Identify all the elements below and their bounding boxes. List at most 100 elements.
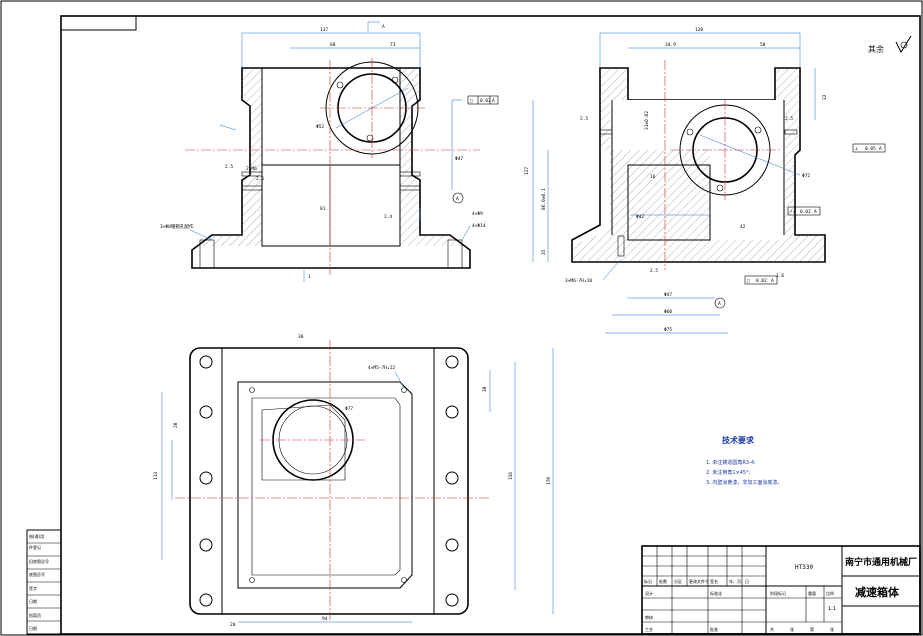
svg-text:120: 120 xyxy=(695,27,703,33)
svg-text:2×M6: 2×M6 xyxy=(246,166,257,172)
svg-text:2.5: 2.5 xyxy=(580,116,588,122)
tech-requirements: 技术要求 1. 未注铸造圆角R3-4; 2. 未注倒角1×45°; 3. 内壁涂… xyxy=(706,435,782,486)
svg-text:16: 16 xyxy=(650,174,656,180)
svg-text:Φ42: Φ42 xyxy=(636,214,644,220)
svg-text:A: A xyxy=(492,98,495,104)
svg-text:分区: 分区 xyxy=(674,578,682,584)
svg-text:其余: 其余 xyxy=(868,44,884,54)
svg-text:3×Φ8锥销孔配作: 3×Φ8锥销孔配作 xyxy=(160,223,194,230)
svg-text:4×M5-7H↓12: 4×M5-7H↓12 xyxy=(368,365,395,371)
svg-text:20: 20 xyxy=(230,622,236,628)
side-label-5: 日期 xyxy=(29,598,37,604)
svg-text:批准: 批准 xyxy=(710,626,718,632)
svg-text:20: 20 xyxy=(173,422,179,428)
svg-text://: // xyxy=(790,209,796,215)
svg-text:1: 1 xyxy=(308,274,311,280)
svg-text:Φ60: Φ60 xyxy=(664,309,672,315)
svg-text:年、月、日: 年、月、日 xyxy=(729,578,749,584)
side-view: 120 34.9 50 Φ72 127 86.0±0.1 35 31±0.02 … xyxy=(524,27,886,334)
svg-text:0.02: 0.02 xyxy=(756,278,767,284)
svg-text:2.5: 2.5 xyxy=(650,268,658,274)
svg-text:2.5: 2.5 xyxy=(785,116,793,122)
svg-text:4×Φ14: 4×Φ14 xyxy=(472,223,486,229)
svg-text:A: A xyxy=(814,209,817,215)
svg-text:⊥: ⊥ xyxy=(855,147,858,152)
svg-text:113: 113 xyxy=(153,472,159,480)
svg-text:4×Φ9: 4×Φ9 xyxy=(472,211,483,217)
side-label-7: 日期 xyxy=(29,625,37,631)
top-view-holes xyxy=(199,355,459,607)
front-overall-width: 137 xyxy=(320,27,328,33)
tech-req-item-3: 3. 内壁涂黄漆，非加工面涂底漆。 xyxy=(706,479,782,486)
svg-text:A: A xyxy=(456,196,459,202)
front-right-part: 73 xyxy=(390,42,396,48)
svg-text:处数: 处数 xyxy=(659,578,667,584)
tech-req-title: 技术要求 xyxy=(722,435,755,445)
svg-text:Φ77: Φ77 xyxy=(345,406,353,412)
svg-text:A: A xyxy=(718,301,721,307)
svg-text:94: 94 xyxy=(322,616,328,622)
inner-frame xyxy=(60,15,921,635)
svg-text:50: 50 xyxy=(760,42,766,48)
svg-text:34.9: 34.9 xyxy=(665,42,676,48)
svg-text:86.0±0.1: 86.0±0.1 xyxy=(541,188,547,210)
svg-text:第: 第 xyxy=(810,626,814,632)
svg-text:42: 42 xyxy=(740,224,746,230)
svg-text:A: A xyxy=(879,146,882,152)
svg-text:共: 共 xyxy=(770,626,774,632)
svg-text:签名: 签名 xyxy=(710,578,718,584)
svg-text:0.02: 0.02 xyxy=(480,98,491,104)
title-block: 标记 处数 分区 更改文件号 签名 年、月、日 设计 标准化 审核 工艺 批准 … xyxy=(641,545,921,635)
side-label-4: 签字 xyxy=(29,585,37,591)
tech-req-item-1: 1. 未注铸造圆角R3-4; xyxy=(706,459,756,466)
svg-text:35: 35 xyxy=(541,249,547,255)
svg-text:□: □ xyxy=(470,99,473,104)
side-label-3: 底图总号 xyxy=(29,571,45,577)
side-label-1: 件登记 xyxy=(29,544,41,550)
svg-text:标准化: 标准化 xyxy=(710,590,722,596)
svg-text:标记: 标记 xyxy=(644,578,652,584)
front-left-part: 68 xyxy=(330,42,336,48)
tech-req-item-2: 2. 未注倒角1×45°; xyxy=(706,469,751,476)
svg-text:0.02: 0.02 xyxy=(800,209,811,215)
svg-text:Φ52: Φ52 xyxy=(316,124,324,130)
svg-text:81: 81 xyxy=(320,206,326,212)
svg-text:A: A xyxy=(771,278,774,284)
side-label-6: 档案员 xyxy=(29,612,41,618)
svg-text:30: 30 xyxy=(482,386,488,392)
side-block: 借(通)用 件登记 旧底图总号 底图总号 签字 日期 档案员 日期 xyxy=(26,529,62,635)
code-box xyxy=(60,15,137,31)
svg-text:□: □ xyxy=(747,279,750,284)
surface-note: 其余 xyxy=(868,35,912,54)
svg-text:2.5: 2.5 xyxy=(225,164,233,170)
svg-text:阶段标记: 阶段标记 xyxy=(770,590,786,596)
top-view: 4×M5-7H↓12 Φ77 113 20 30 156 170 94 30 2… xyxy=(153,334,554,628)
svg-text:156: 156 xyxy=(508,472,514,480)
svg-text:审核: 审核 xyxy=(645,614,653,620)
side-label-2: 旧底图总号 xyxy=(29,558,49,564)
svg-text:Φ47: Φ47 xyxy=(455,156,463,162)
svg-text:2.4: 2.4 xyxy=(384,214,392,220)
svg-text:张: 张 xyxy=(830,626,834,632)
svg-text:1.6: 1.6 xyxy=(776,273,784,279)
svg-text:0.05: 0.05 xyxy=(865,146,876,152)
svg-text:重量: 重量 xyxy=(808,590,816,596)
svg-text:A: A xyxy=(382,24,385,30)
svg-text:设计: 设计 xyxy=(645,590,653,596)
svg-text:比例: 比例 xyxy=(826,590,834,596)
svg-text:张: 张 xyxy=(790,626,794,632)
svg-text:Φ47: Φ47 xyxy=(664,292,672,298)
svg-text:30: 30 xyxy=(298,334,304,340)
svg-text:2.5: 2.5 xyxy=(256,176,264,182)
svg-text:127: 127 xyxy=(524,167,530,175)
svg-text:工艺: 工艺 xyxy=(645,627,653,632)
part-name: 减速箱体 xyxy=(855,585,900,599)
scale: 1:1 xyxy=(828,606,836,612)
svg-text:31±0.02: 31±0.02 xyxy=(644,111,650,130)
side-label-0: 借(通)用 xyxy=(29,533,44,539)
svg-text:170: 170 xyxy=(546,477,552,485)
svg-text:32: 32 xyxy=(822,94,828,100)
svg-text:Φ75: Φ75 xyxy=(664,327,672,333)
